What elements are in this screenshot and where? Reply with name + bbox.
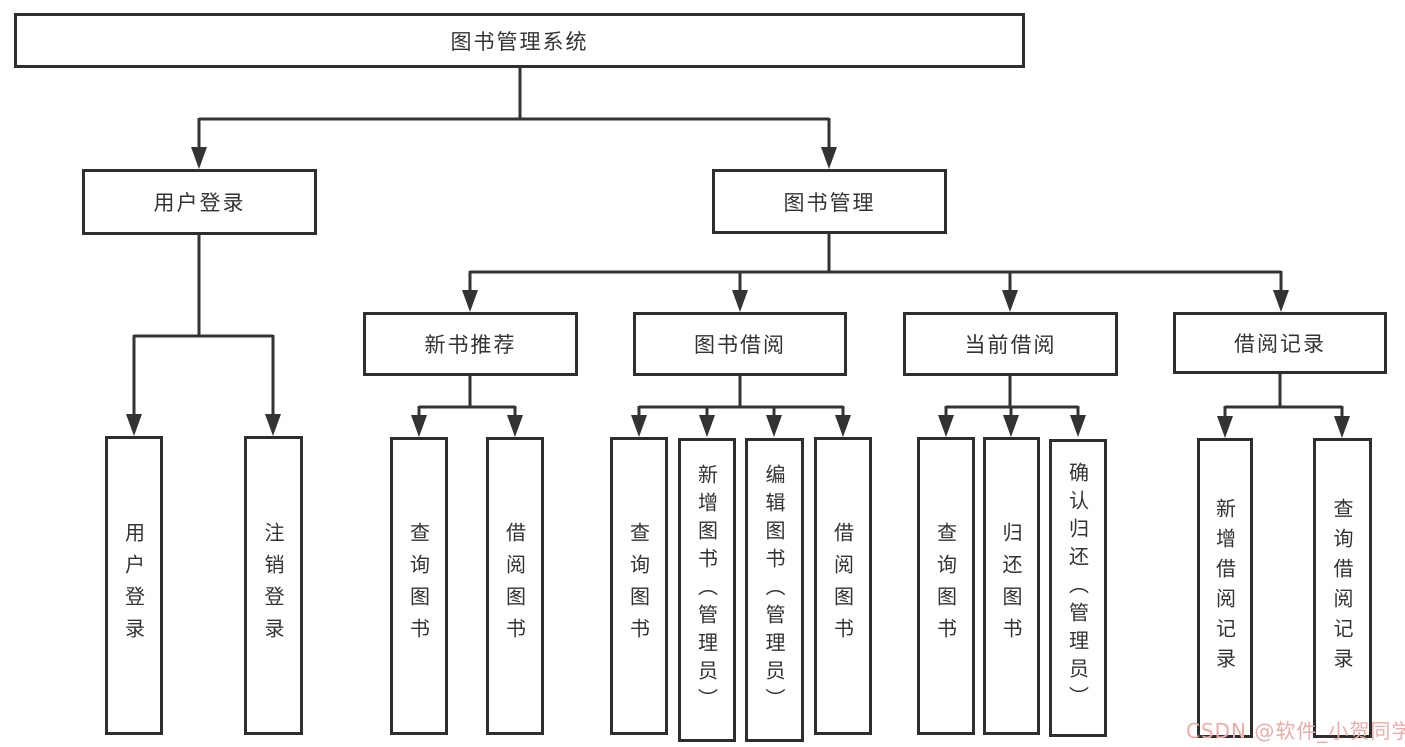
leaf-label: 归还图书 [999, 522, 1023, 650]
leaf-label: 查询图书 [626, 522, 651, 650]
leaf-borrow-books: 借阅图书 [814, 437, 872, 735]
leaf-label: 注销登录 [261, 521, 285, 650]
leaf-label: 用户登录 [121, 521, 146, 650]
node-label: 当前借阅 [964, 333, 1057, 357]
leaf-add-books-admin: 新增图书（管理员） [678, 438, 736, 742]
node-library-management-system: 图书管理系统 [14, 13, 1025, 68]
leaf-label: 查询图书 [933, 522, 958, 650]
leaf-confirm-return-admin: 确认归还（管理员） [1049, 439, 1107, 737]
leaf-query-books: 查询图书 [917, 437, 975, 735]
leaf-logout: 注销登录 [244, 436, 303, 735]
leaf-edit-books-admin: 编辑图书（管理员） [745, 438, 804, 742]
node-label: 图书管理 [783, 190, 876, 215]
leaf-label: 确认归还（管理员） [1065, 462, 1090, 714]
leaf-label: 新增图书（管理员） [694, 464, 719, 716]
leaf-borrow-books: 借阅图书 [486, 437, 544, 735]
node-book-management: 图书管理 [712, 169, 947, 234]
node-book-borrowing: 图书借阅 [633, 312, 847, 376]
node-label: 图书管理系统 [450, 29, 589, 54]
node-current-borrowing: 当前借阅 [903, 312, 1118, 376]
leaf-label: 新增借阅记录 [1212, 498, 1237, 678]
leaf-label: 编辑图书（管理员） [762, 464, 786, 716]
leaf-query-borrow-record: 查询借阅记录 [1313, 438, 1372, 738]
node-borrowing-records: 借阅记录 [1173, 312, 1387, 374]
node-label: 新书推荐 [424, 333, 517, 357]
node-label: 图书借阅 [694, 333, 786, 357]
leaf-add-borrow-record: 新增借阅记录 [1197, 438, 1253, 738]
node-new-book-recommendation: 新书推荐 [363, 312, 578, 376]
node-user-login: 用户登录 [82, 169, 317, 235]
leaf-label: 查询借阅记录 [1330, 498, 1354, 678]
csdn-watermark: CSDN @软件_小贺同学 [1186, 719, 1405, 743]
arrowheads [126, 147, 1350, 438]
leaf-return-books: 归还图书 [983, 437, 1040, 735]
leaf-label: 借阅图书 [830, 522, 855, 650]
leaf-user-login: 用户登录 [105, 436, 163, 735]
leaf-query-books: 查询图书 [390, 437, 448, 735]
node-label: 借阅记录 [1234, 332, 1326, 356]
leaf-label: 借阅图书 [502, 522, 527, 650]
leaf-label: 查询图书 [406, 522, 431, 650]
leaf-query-books: 查询图书 [610, 437, 668, 735]
node-label: 用户登录 [153, 191, 246, 215]
